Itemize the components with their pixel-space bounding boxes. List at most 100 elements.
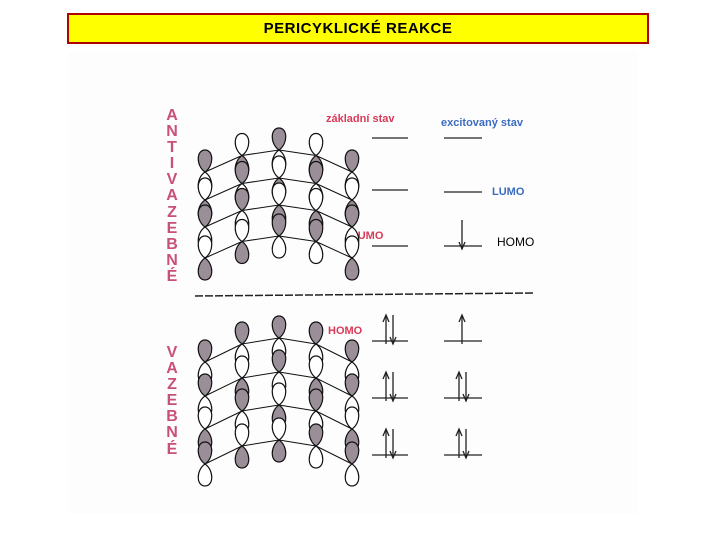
p-orbital-lobe xyxy=(271,182,287,206)
p-orbital-lobe xyxy=(344,406,360,430)
antibonding-label: A N T I V A Z E B N É xyxy=(166,107,178,285)
p-orbital-lobe xyxy=(197,177,213,201)
bond-line xyxy=(241,235,280,242)
lumo-excited-label: LUMO xyxy=(492,186,525,198)
p-orbital-lobe xyxy=(271,315,287,339)
p-orbital-lobe xyxy=(308,445,324,469)
bond-line xyxy=(278,439,317,447)
bond-line xyxy=(204,241,243,259)
p-orbital-lobe xyxy=(234,160,250,185)
bond-line xyxy=(241,404,280,412)
bond-line xyxy=(315,410,353,430)
arrow-head xyxy=(458,241,466,251)
p-orbital-lobe xyxy=(271,155,287,179)
p-orbital-lobe xyxy=(271,127,287,151)
bond-line xyxy=(204,343,243,363)
bond-line xyxy=(278,337,317,345)
bond-line xyxy=(241,177,280,184)
arrow-head xyxy=(382,427,390,437)
bond-line xyxy=(241,337,280,345)
p-orbital-lobe xyxy=(197,441,213,465)
p-orbital-lobe xyxy=(344,339,360,363)
p-orbital-lobe xyxy=(308,218,324,243)
p-orbital-lobe xyxy=(197,463,213,487)
page-title: PERICYKLICKÉ REAKCE xyxy=(263,20,453,37)
p-orbital-lobe xyxy=(308,388,324,412)
bond-line xyxy=(315,377,353,397)
homo-excited-label: HOMO xyxy=(497,235,535,249)
p-orbital-lobe xyxy=(271,235,287,259)
p-orbital-lobe xyxy=(271,349,287,373)
p-orbital-lobe xyxy=(197,235,213,259)
bond-line xyxy=(315,210,353,228)
bond-line xyxy=(315,183,353,201)
p-orbital-lobe xyxy=(344,257,360,281)
p-orbital-lobe xyxy=(308,187,324,212)
homo-ground-label: HOMO xyxy=(328,325,363,337)
arrow-head xyxy=(389,450,397,460)
arrow-head xyxy=(462,393,470,403)
p-orbital-lobe xyxy=(234,321,250,345)
bond-line xyxy=(278,404,317,412)
excited-state-label: excitovaný stav xyxy=(441,117,523,129)
p-orbital-lobe xyxy=(344,149,360,173)
arrow-head xyxy=(389,336,397,346)
p-orbital-lobe xyxy=(344,373,360,397)
arrow-head xyxy=(455,370,463,380)
p-orbital-lobe xyxy=(308,321,324,345)
bond-line xyxy=(241,439,280,447)
bond-line xyxy=(278,177,317,184)
arrow-head xyxy=(382,313,390,323)
p-orbital-lobe xyxy=(271,382,287,406)
bond-line xyxy=(241,371,280,379)
bond-line xyxy=(278,149,317,156)
arrow-head xyxy=(382,370,390,380)
bond-line xyxy=(204,410,243,430)
p-orbital-lobe xyxy=(197,339,213,363)
bond-line xyxy=(204,445,243,465)
arrow-head xyxy=(389,393,397,403)
p-orbital-lobe xyxy=(308,132,324,157)
bonding-label: V A Z E B N É xyxy=(166,344,178,458)
p-orbital-lobe xyxy=(308,423,324,447)
p-orbital-lobe xyxy=(271,213,287,237)
p-orbital-lobe xyxy=(197,406,213,430)
p-orbital-lobe xyxy=(234,240,250,265)
bond-line xyxy=(315,445,353,465)
p-orbital-lobe xyxy=(197,373,213,397)
p-orbital-lobe xyxy=(234,218,250,243)
p-orbital-lobe xyxy=(234,445,250,469)
p-orbital-lobe xyxy=(234,388,250,412)
bond-line xyxy=(315,241,353,259)
bond-line xyxy=(315,155,353,173)
bond-line xyxy=(278,204,317,211)
p-orbital-lobe xyxy=(344,177,360,201)
p-orbital-lobe xyxy=(344,441,360,465)
p-orbital-lobe xyxy=(344,235,360,259)
bond-line xyxy=(204,377,243,397)
p-orbital-lobe xyxy=(271,439,287,463)
p-orbital-lobe xyxy=(234,187,250,212)
bond-line xyxy=(241,204,280,211)
bond-line xyxy=(204,155,243,173)
bond-line xyxy=(204,210,243,228)
p-orbital-lobe xyxy=(234,423,250,447)
bond-line xyxy=(278,371,317,379)
arrow-head xyxy=(458,313,466,323)
p-orbital-lobe xyxy=(197,149,213,173)
p-orbital-lobe xyxy=(308,160,324,185)
bond-line xyxy=(204,183,243,201)
p-orbital-lobe xyxy=(197,204,213,228)
bond-line xyxy=(315,343,353,363)
title-banner: PERICYKLICKÉ REAKCE xyxy=(67,13,649,44)
p-orbital-lobe xyxy=(271,417,287,441)
p-orbital-lobe xyxy=(344,463,360,487)
p-orbital-lobe xyxy=(197,257,213,281)
bond-line xyxy=(241,149,280,156)
p-orbital-lobe xyxy=(344,204,360,228)
p-orbital-lobe xyxy=(234,355,250,379)
ground-state-label: základní stav xyxy=(326,113,395,125)
p-orbital-lobe xyxy=(234,132,250,157)
p-orbital-lobe xyxy=(308,355,324,379)
